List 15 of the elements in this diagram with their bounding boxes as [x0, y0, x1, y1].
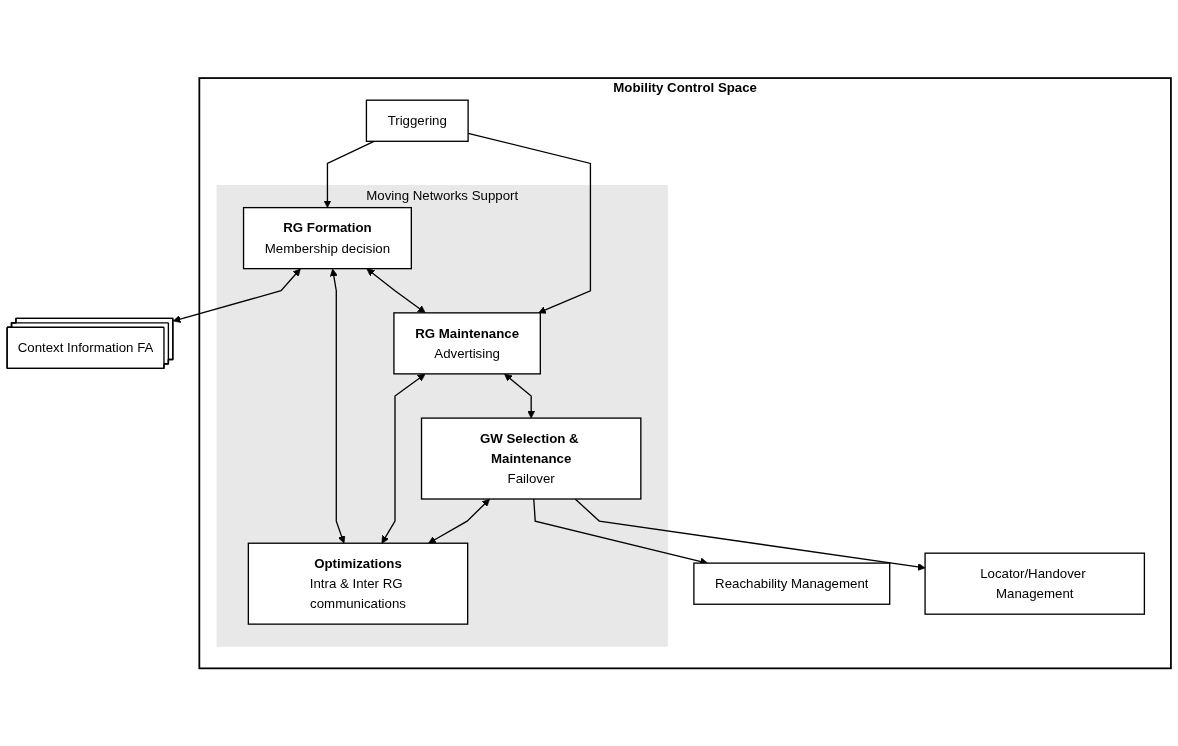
arrow: [172, 268, 301, 323]
node-box: Optimizations Intra & Inter RG communications: [247, 542, 469, 625]
node-box: Reachability Management: [693, 562, 891, 605]
node-box: GW Selection & Maintenance Failover: [420, 417, 642, 500]
node-box: RG Maintenance Advertising: [393, 311, 541, 375]
arrow: [504, 373, 536, 419]
arrow: [329, 268, 346, 544]
arrow: [428, 498, 490, 544]
node-box: Locator/Handover Management: [924, 552, 1146, 615]
node-box: RG Formation Membership decision: [242, 206, 412, 270]
arrow: [323, 140, 375, 208]
arrow: [381, 373, 426, 544]
arrow: [574, 498, 926, 571]
node-box: Triggering: [365, 99, 469, 142]
arrow: [366, 268, 426, 313]
